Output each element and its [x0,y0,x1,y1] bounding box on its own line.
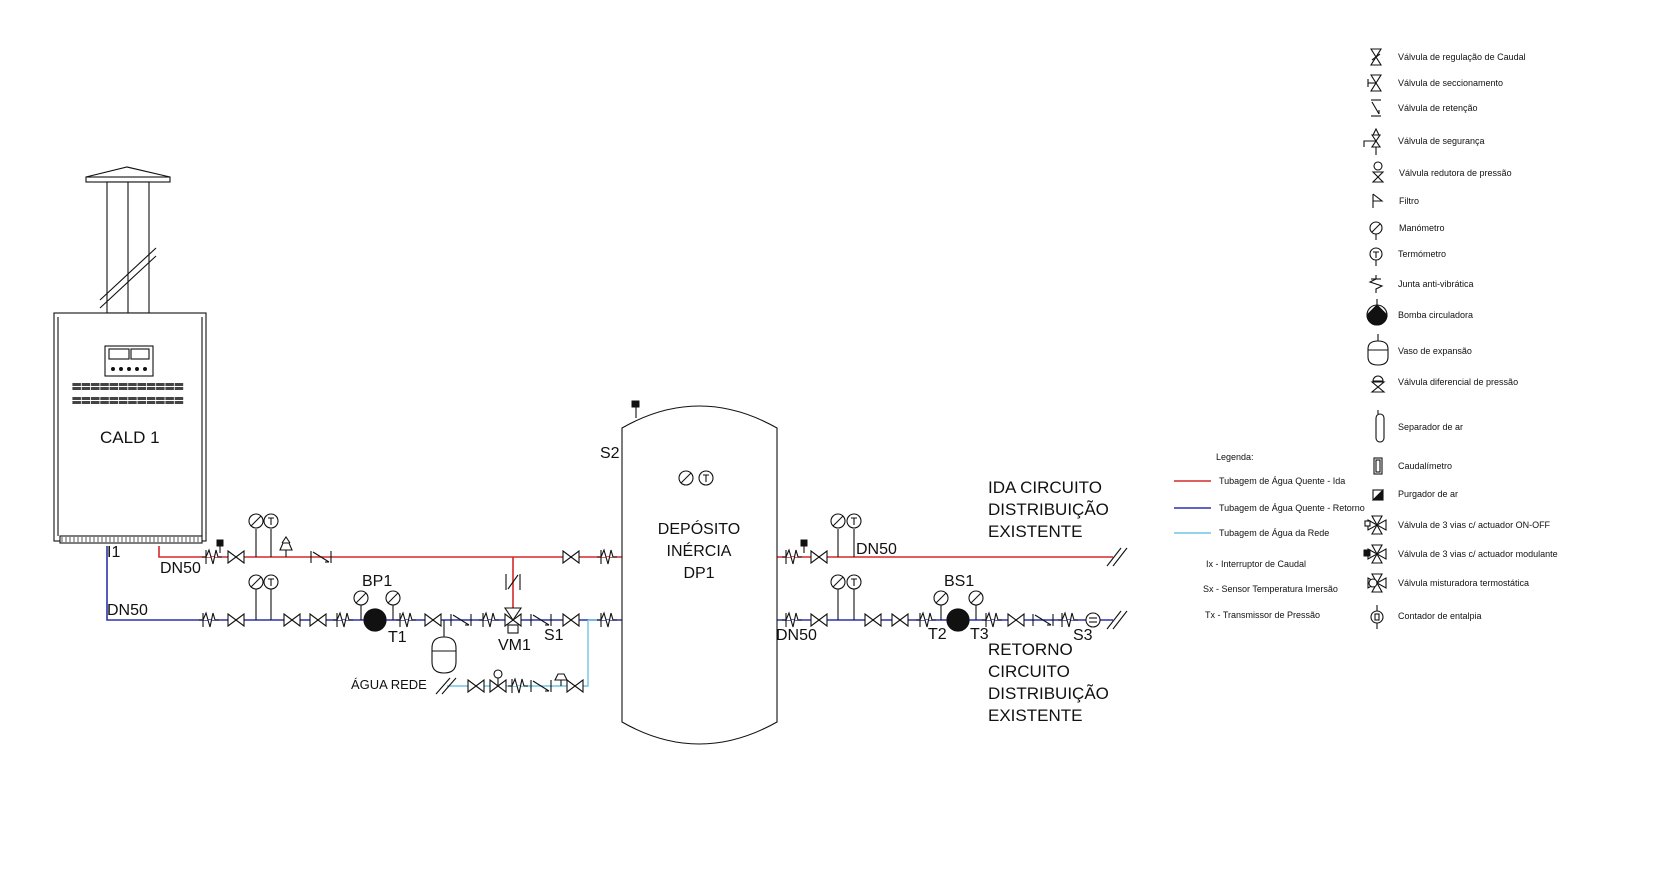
symbol-label-16: Válvula de 3 vias c/ actuador modulante [1398,549,1558,559]
symbol-label-6: Manómetro [1399,223,1445,233]
boiler: CALD 1 [53,166,207,544]
symbol-label-13: Caudalímetro [1398,461,1452,471]
symbol-label-15: Válvula de 3 vias c/ actuador ON-OFF [1398,520,1551,530]
label-ret-3: DISTRIBUIÇÃO [988,684,1109,703]
symbol-label-11: Válvula diferencial de pressão [1398,377,1518,387]
label-ida-2: DISTRIBUIÇÃO [988,500,1109,519]
tank-label-1: DEPÓSITO [658,519,740,538]
return-components-right [781,574,1101,632]
label-t2: T2 [928,626,947,643]
label-dn50-supply: DN50 [160,560,201,577]
thermometer-icon [1369,247,1383,266]
flow-regulating-valve-icon [1370,48,1382,66]
pipe-break-mains [435,677,457,695]
three-way-valve-modulating-icon [1363,544,1387,564]
label-t3: T3 [970,626,989,643]
symbol-label-1: Válvula de seccionamento [1398,78,1503,88]
label-dn50-return: DN50 [107,602,148,619]
return-components-left [198,574,618,674]
legend-pipe-supply: Tubagem de Água Quente - Ida [1219,476,1345,486]
legend-abbr-tx: Tx - Transmissor de Pressão [1205,610,1320,620]
label-dn50-right-supply: DN50 [856,541,897,558]
label-s3: S3 [1073,627,1093,644]
supply-components-right [781,513,862,565]
expansion-vessel-icon [1367,334,1389,366]
circulator-pump-icon [1366,299,1388,326]
label-ret-4: EXISTENTE [988,706,1082,725]
symbol-label-0: Válvula de regulação de Caudal [1398,52,1526,62]
return-pipe-boiler [106,546,622,621]
symbol-label-7: Termómetro [1398,249,1446,259]
label-ida-1: IDA CIRCUITO [988,478,1102,497]
check-valve-icon [1371,99,1381,117]
filter-icon [1372,193,1384,208]
legend-title: Legenda: [1216,452,1254,462]
manometer-icon [1369,221,1383,240]
label-bp1: BP1 [362,573,392,590]
symbol-label-4: Válvula redutora de pressão [1399,168,1512,178]
thermostatic-mixing-valve-icon [1367,573,1387,593]
symbol-label-5: Filtro [1399,196,1419,206]
symbol-label-12: Separador de ar [1398,422,1463,432]
supply-pipe-boiler [158,546,622,558]
supply-components-left [201,513,618,565]
differential-pressure-valve-icon [1370,375,1386,393]
label-s1: S1 [544,627,564,644]
symbol-label-18: Contador de entalpia [1398,611,1482,621]
label-ret-2: CIRCUITO [988,662,1070,681]
label-i1: I1 [107,544,120,561]
label-agua-rede: ÁGUA REDE [351,677,427,692]
symbol-label-9: Bomba circuladora [1398,310,1473,320]
legend-pipe-return: Tubagem de Água Quente - Retorno [1219,503,1365,513]
symbol-label-14: Purgador de ar [1398,489,1458,499]
mains-water-components [467,669,584,694]
label-ida-3: EXISTENTE [988,522,1082,541]
three-way-valve-onoff-icon [1364,515,1387,535]
legend-abbr-ix: Ix - Interruptor de Caudal [1206,559,1306,569]
flowmeter-icon [1373,457,1383,475]
anti-vibration-joint-icon [1368,275,1384,293]
pipe-break-return [1106,610,1128,630]
label-bs1: BS1 [944,573,974,590]
label-s2: S2 [600,445,620,462]
symbol-legend: Válvula de regulação de Caudal Válvula d… [1363,48,1558,629]
energy-meter-icon [1370,605,1384,629]
safety-valve-icon [1363,127,1382,155]
boiler-label: CALD 1 [100,428,160,447]
pressure-reducing-valve-icon [1371,161,1385,183]
legend-abbr-sx: Sx - Sensor Temperatura Imersão [1203,584,1338,594]
symbol-label-3: Válvula de segurança [1398,136,1485,146]
pipe-legend: Legenda: Tubagem de Água Quente - Ida Tu… [1174,452,1365,620]
air-vent-icon [1371,488,1384,501]
symbol-label-10: Vaso de expansão [1398,346,1472,356]
tank-label-2: INÉRCIA [667,541,732,560]
circulator-pump-bs1 [946,608,970,632]
tank-label-3: DP1 [683,565,714,582]
label-ret-1: RETORNO [988,640,1073,659]
label-dn50-right-return: DN50 [776,627,817,644]
label-vm1: VM1 [498,637,531,654]
legend-pipe-mains: Tubagem de Água da Rede [1219,528,1329,538]
circulator-pump-bp1 [363,608,387,632]
inertia-tank: DEPÓSITO INÉRCIA DP1 [621,400,778,745]
symbol-label-8: Junta anti-vibrática [1398,279,1474,289]
pipe-break-supply [1106,547,1128,567]
symbol-label-2: Válvula de retenção [1398,103,1478,113]
symbol-label-17: Válvula misturadora termostática [1398,578,1529,588]
label-t1: T1 [388,629,407,646]
isolation-valve-icon [1367,74,1382,92]
air-separator-icon [1375,410,1385,443]
